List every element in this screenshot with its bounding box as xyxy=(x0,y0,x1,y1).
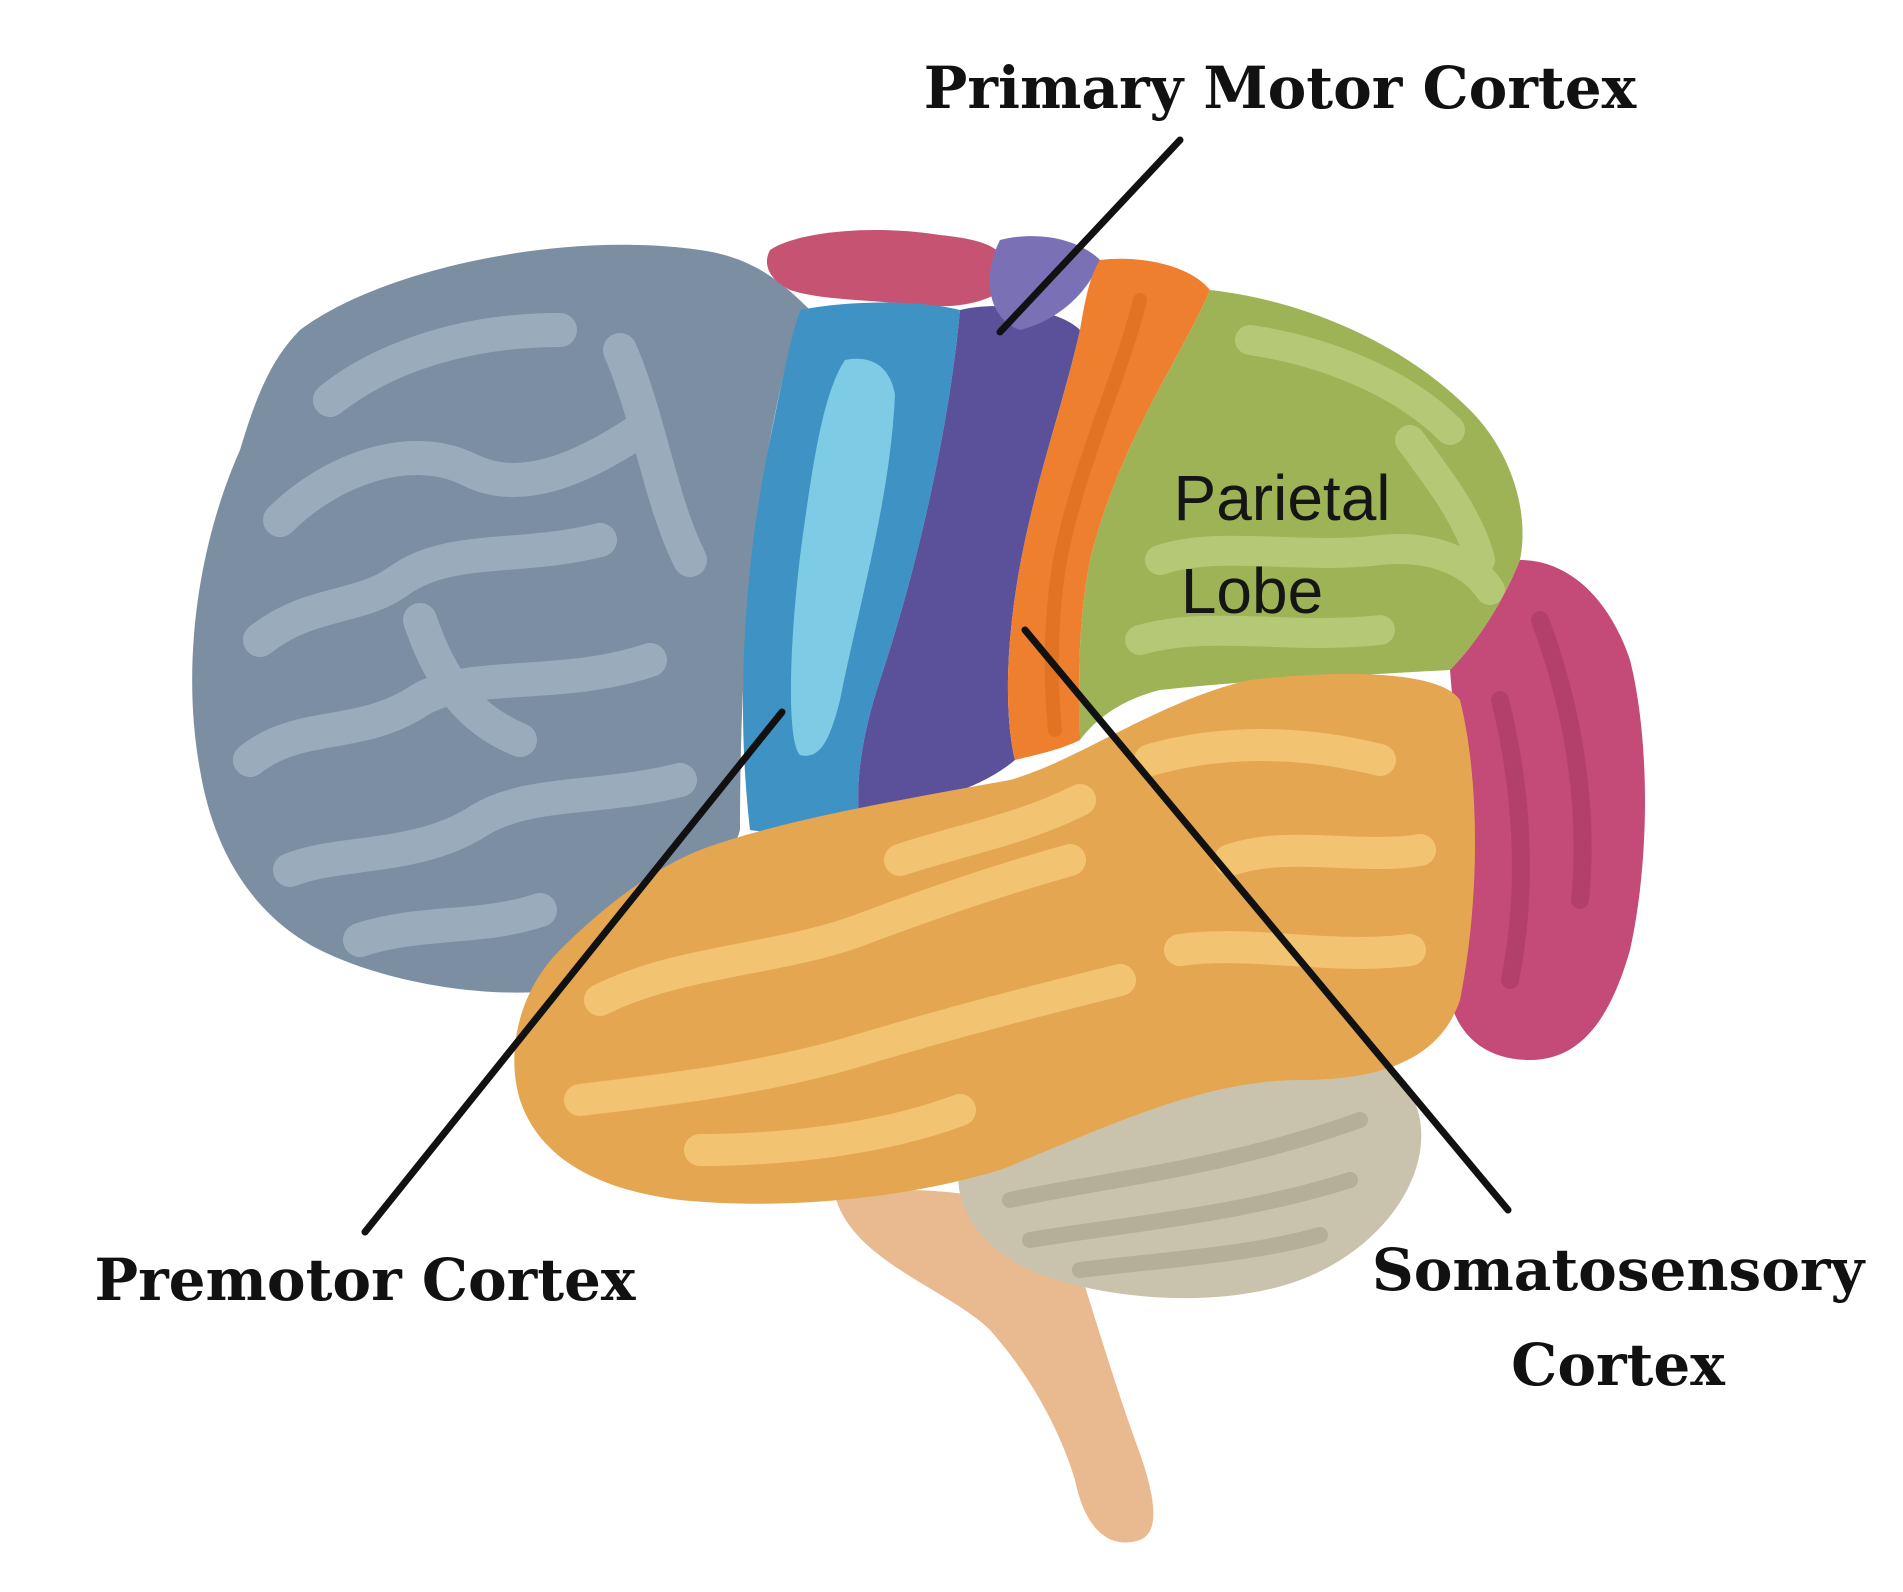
parietal-lobe-label-line2: Lobe xyxy=(1181,555,1323,627)
temporal-gyri xyxy=(564,729,1436,1166)
somatosensory-leader-line xyxy=(1021,626,1512,1214)
parietal-lobe-label-line1: Parietal xyxy=(1174,462,1391,534)
somatosensory-cortex-label-line1: Somatosensory xyxy=(1372,1236,1867,1304)
occipital-lobe-region xyxy=(1450,560,1645,1060)
primary-motor-cortex-label: Primary Motor Cortex xyxy=(924,54,1637,122)
frontal-gyri xyxy=(233,313,707,957)
occipital-gyri xyxy=(1491,611,1592,989)
somatosensory-folds xyxy=(1044,293,1147,737)
top-medial-region xyxy=(766,230,1010,307)
cerebellum-folds xyxy=(1002,1112,1368,1278)
premotor-cortex-label: Premotor Cortex xyxy=(94,1246,635,1314)
premotor-leader-line xyxy=(361,708,786,1236)
leader-lines xyxy=(361,136,1512,1236)
parietal-gyri xyxy=(1125,325,1505,655)
premotor-cortex-inner xyxy=(790,358,895,756)
primary-motor-leader-line xyxy=(996,136,1184,336)
primary-motor-cortex-region xyxy=(858,306,1080,820)
somatosensory-cortex-label-line2: Cortex xyxy=(1511,1331,1725,1399)
